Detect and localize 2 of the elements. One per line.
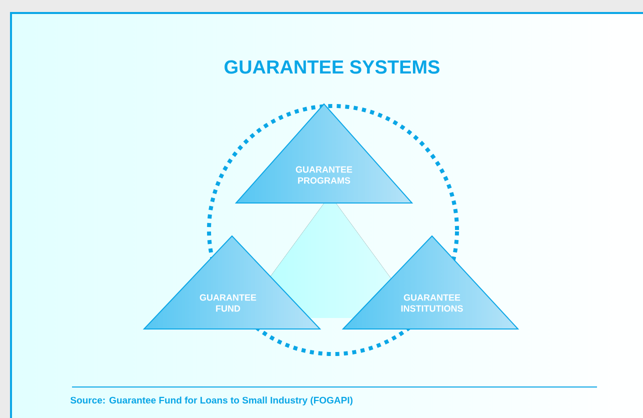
title: GUARANTEE SYSTEMS bbox=[224, 60, 440, 74]
source-note: Source: Guarantee Fund for Loans to Small Industry (FOGAPI) bbox=[70, 396, 352, 406]
